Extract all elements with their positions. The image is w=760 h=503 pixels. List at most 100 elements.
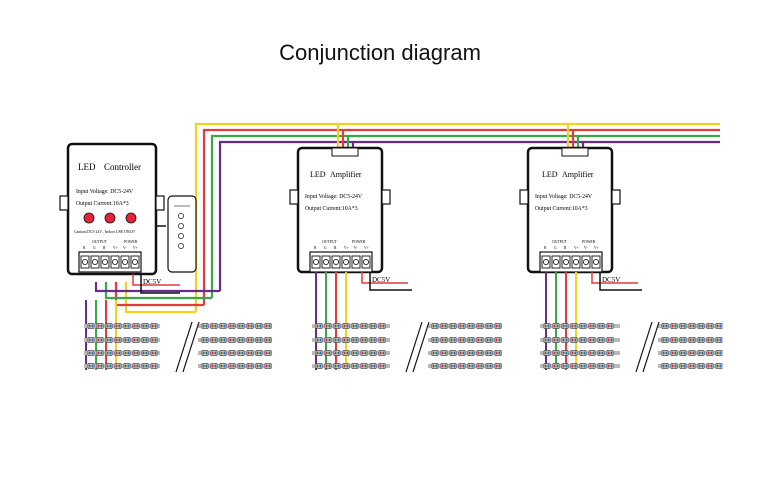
- led-chip-blue: [319, 338, 322, 342]
- led-chip-red: [379, 324, 382, 328]
- led-chip-red: [671, 364, 674, 368]
- led-chip-blue: [547, 324, 550, 328]
- terminal-screw-head: [332, 258, 339, 265]
- led-chip-blue: [373, 338, 376, 342]
- led-chip-blue: [337, 351, 340, 355]
- controller-mount-tab-left: [59, 195, 69, 211]
- led-chip-blue: [337, 338, 340, 342]
- led-chip-blue: [100, 364, 103, 368]
- controller-button-2[interactable]: [104, 212, 116, 224]
- led-chip-green: [573, 364, 575, 368]
- led-chip-red: [468, 351, 471, 355]
- led-chip-green: [452, 324, 454, 328]
- led-chip-blue: [674, 351, 677, 355]
- led-chip-red: [571, 364, 574, 368]
- led-chip-blue: [241, 338, 244, 342]
- amplifier-terminal-label: G: [324, 246, 327, 250]
- led-chip-green: [700, 364, 702, 368]
- led-chip-blue: [355, 338, 358, 342]
- controller-terminal-labels: B G R V+ V- V+: [83, 246, 138, 250]
- led-chip-red: [211, 338, 214, 342]
- amplifier-output-current: Output Current:10A*3: [305, 206, 358, 212]
- led-chip-red: [495, 324, 498, 328]
- led-chip-red: [598, 338, 601, 342]
- led-chip-green: [336, 364, 338, 368]
- led-chip-green: [664, 351, 666, 355]
- terminal-screw: [90, 255, 100, 269]
- led-chip-blue: [268, 351, 271, 355]
- led-chip-blue: [547, 364, 550, 368]
- terminal-screw: [581, 255, 591, 269]
- led-chip-green: [461, 338, 463, 342]
- led-chip-green: [443, 338, 445, 342]
- led-chip-red: [106, 324, 109, 328]
- led-chip-red: [459, 351, 462, 355]
- led-chip-blue: [692, 338, 695, 342]
- led-chip-blue: [471, 338, 474, 342]
- led-chip-red: [115, 324, 118, 328]
- led-chip-green: [327, 324, 329, 328]
- led-chip-blue: [127, 338, 130, 342]
- led-chip-blue: [489, 338, 492, 342]
- remote-button[interactable]: [177, 222, 184, 229]
- led-chip-blue: [118, 324, 121, 328]
- bus-wire-yellow: [194, 122, 720, 312]
- led-chip-blue: [382, 324, 385, 328]
- led-chip-red: [477, 364, 480, 368]
- led-chip-green: [582, 351, 584, 355]
- led-chip-red: [562, 338, 565, 342]
- led-chip-green: [434, 338, 436, 342]
- led-chip-red: [689, 364, 692, 368]
- led-chip-red: [495, 364, 498, 368]
- led-chip-blue: [683, 351, 686, 355]
- led-chip-green: [354, 338, 356, 342]
- led-chip-green: [718, 338, 720, 342]
- remote-button[interactable]: [177, 242, 184, 249]
- amplifier-terminal-label: B: [544, 246, 547, 250]
- led-chip-green: [381, 338, 383, 342]
- led-chip-red: [97, 324, 100, 328]
- terminal-screw: [591, 255, 601, 269]
- led-chip-green: [117, 364, 119, 368]
- led-chip-blue: [610, 351, 613, 355]
- led-chip-green: [126, 324, 128, 328]
- led-chip-red: [352, 338, 355, 342]
- led-chip-green: [443, 324, 445, 328]
- led-chip-blue: [610, 324, 613, 328]
- terminal-screw-head: [122, 258, 129, 265]
- led-chip-blue: [250, 351, 253, 355]
- led-chip-green: [682, 324, 684, 328]
- led-chip-red: [562, 324, 565, 328]
- led-chip-blue: [453, 364, 456, 368]
- led-chip-green: [682, 351, 684, 355]
- led-chip-blue: [601, 338, 604, 342]
- diagram-title: Conjunction diagram: [279, 40, 481, 65]
- led-chip-blue: [382, 338, 385, 342]
- led-chip-blue: [556, 364, 559, 368]
- terminal-screw: [561, 255, 571, 269]
- led-chip-red: [325, 364, 328, 368]
- controller-button-1[interactable]: [83, 212, 95, 224]
- led-chip-green: [153, 351, 155, 355]
- controller-button-3[interactable]: [125, 212, 137, 224]
- amplifier-dc-label: DC5V: [372, 276, 390, 284]
- led-chip-green: [682, 364, 684, 368]
- led-chip-blue: [583, 324, 586, 328]
- led-chip-red: [133, 338, 136, 342]
- led-chip-red: [316, 351, 319, 355]
- led-chip-green: [108, 338, 110, 342]
- remote-button[interactable]: [177, 212, 184, 219]
- led-chip-blue: [556, 351, 559, 355]
- led-chip-blue: [346, 364, 349, 368]
- led-chip-blue: [100, 324, 103, 328]
- led-chip-blue: [683, 338, 686, 342]
- led-chip-blue: [435, 364, 438, 368]
- led-chip-red: [671, 338, 674, 342]
- led-chip-green: [204, 324, 206, 328]
- led-chip-blue: [692, 351, 695, 355]
- remote-button[interactable]: [177, 232, 184, 239]
- led-chip-blue: [241, 351, 244, 355]
- led-chip-blue: [453, 338, 456, 342]
- led-chip-red: [115, 351, 118, 355]
- bus-wire-purple: [218, 140, 720, 291]
